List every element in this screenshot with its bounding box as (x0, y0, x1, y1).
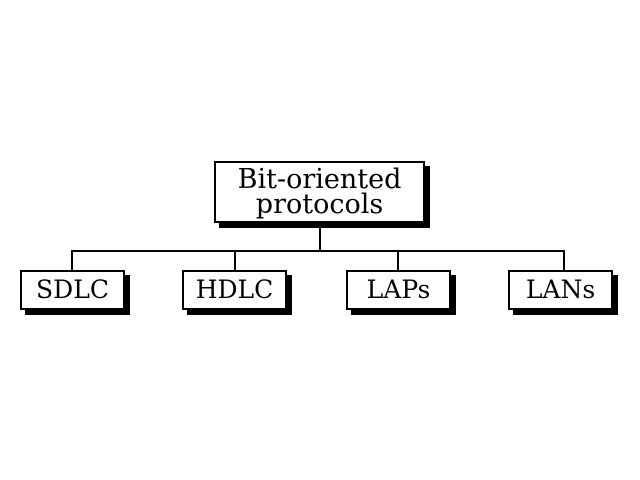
root-node-label-line2: protocols (255, 189, 384, 220)
root-node-label-line1: Bit-oriented (237, 164, 402, 195)
root-node: Bit-oriented protocols (214, 161, 425, 223)
child-node-lans: LANs (508, 270, 613, 310)
child-node-hdlc: HDLC (182, 270, 287, 310)
connector-drop-lans (563, 250, 565, 271)
child-node-label: LANs (525, 275, 596, 304)
child-node-label: HDLC (195, 275, 274, 304)
connector-drop-hdlc (234, 250, 236, 271)
connector-drop-sdlc (71, 250, 73, 271)
connector-drop-laps (397, 250, 399, 271)
child-node-label: LAPs (366, 275, 431, 304)
child-node-label: SDLC (36, 275, 109, 304)
child-node-laps: LAPs (346, 270, 451, 310)
child-node-sdlc: SDLC (20, 270, 125, 310)
connector-root-stem (319, 223, 321, 251)
connector-horizontal-bus (71, 250, 565, 252)
